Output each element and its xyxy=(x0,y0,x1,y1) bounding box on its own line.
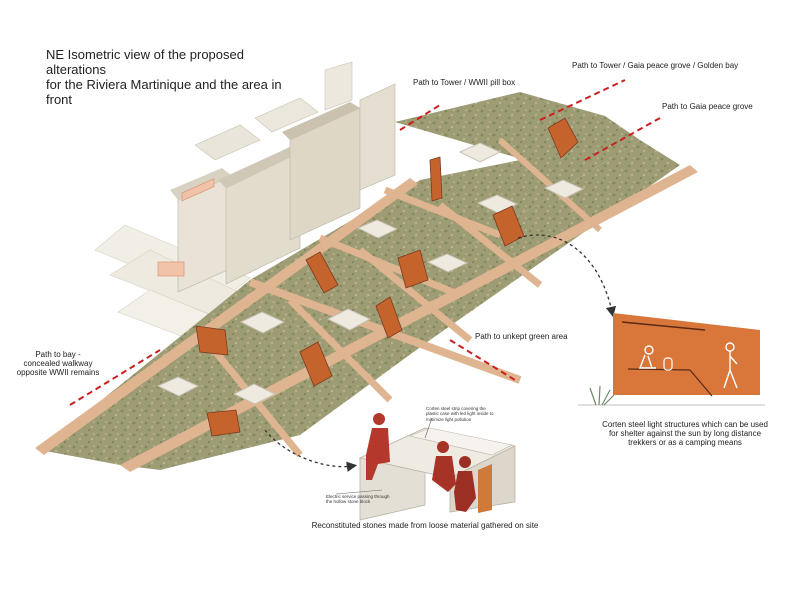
label-path-bay-line-1: Path to bay - xyxy=(35,350,81,359)
label-path-bay-line-3: opposite WWII remains xyxy=(16,368,100,378)
title-line-1: NE Isometric view of the proposed altera… xyxy=(46,47,244,77)
caption-reconstituted-stones: Reconstituted stones made from loose mat… xyxy=(311,521,539,530)
label-path-bay-line-2: concealed walkway xyxy=(23,359,93,369)
caption-corten-shelters: Corten steel light structures which can … xyxy=(590,420,780,448)
diagram-title: NE Isometric view of the proposed altera… xyxy=(46,47,306,108)
title-line-2: for the Riviera Martinique and the area … xyxy=(46,76,282,107)
detail-arrows xyxy=(264,234,617,472)
caption-corten-shelters-line-1: Corten steel light structures which can … xyxy=(602,420,768,429)
label-path-tower-gaia-golden: Path to Tower / Gaia peace grove / Golde… xyxy=(572,61,739,70)
figure-icon xyxy=(366,413,390,480)
shelter-detail-view xyxy=(578,313,765,406)
label-path-bay: Path to bay - concealed walkway opposite… xyxy=(12,350,104,378)
note-corten-strip-line-3: minimize light pollution xyxy=(426,416,472,422)
note-corten-strip: Corten steel strip covering the plastic … xyxy=(426,406,522,422)
figure-icon xyxy=(638,345,656,369)
note-corten-strip-line-2: plastic case with led light inside to xyxy=(426,411,494,417)
figure-icon xyxy=(723,342,738,389)
note-electric-service-line-2: the hollow stone block xyxy=(326,499,371,505)
caption-corten-shelters-line-2: for shelter against the sun by long dist… xyxy=(608,429,762,439)
caption-corten-shelters-line-3: trekkers or as a camping means xyxy=(628,438,742,448)
note-electric-service: Electric service passing through the hol… xyxy=(326,494,416,505)
label-path-gaia: Path to Gaia peace grove xyxy=(662,102,753,111)
note-corten-strip-line-1: Corten steel strip covering the xyxy=(426,406,486,411)
plant-icon xyxy=(589,385,615,406)
figure-icon xyxy=(454,456,476,512)
dashed-path-lines xyxy=(69,79,661,406)
corten-shelters xyxy=(195,117,579,437)
note-electric-service-line-1: Electric service passing through xyxy=(326,494,390,499)
building-complex xyxy=(94,61,396,346)
bench-detail-view xyxy=(335,413,517,521)
figure-icon xyxy=(432,441,456,492)
label-path-tower-pillbox: Path to Tower / WWII pill box xyxy=(413,78,516,87)
label-path-unkept: Path to unkept green area xyxy=(475,332,568,341)
